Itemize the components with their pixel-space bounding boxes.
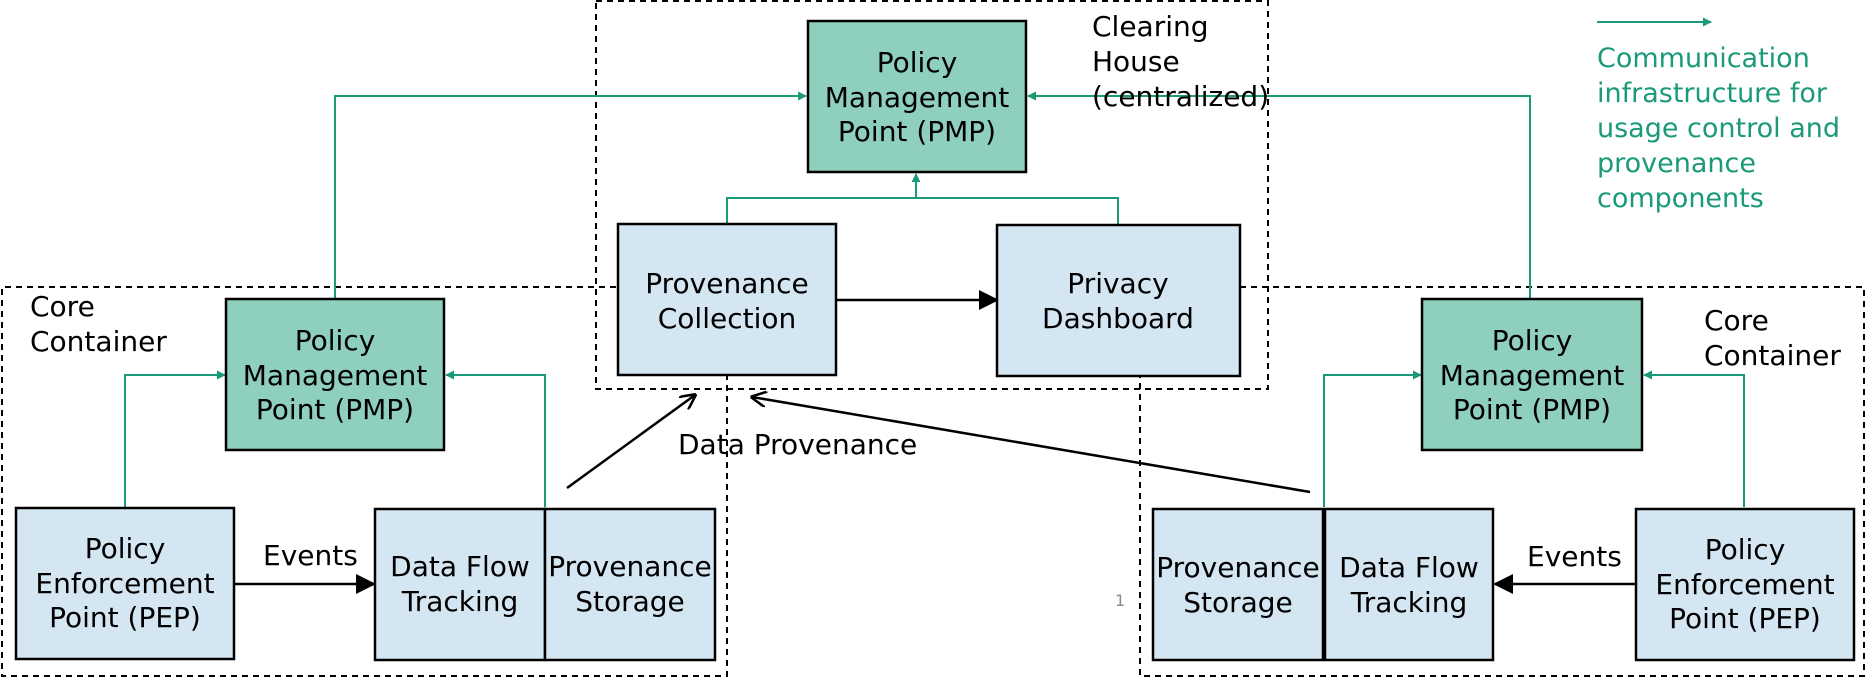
- clearing-house-label-1: Clearing: [1092, 10, 1209, 43]
- privacy-dashboard-label-1: Privacy: [1067, 267, 1168, 300]
- right-dft-label-2: Tracking: [1350, 586, 1468, 619]
- right-pep-label-2: Enforcement: [1655, 568, 1834, 601]
- data-provenance-label: Data Provenance: [678, 428, 917, 461]
- right-data-flow-tracking-box: Data Flow Tracking: [1323, 507, 1495, 662]
- clearing-house-label-2: House: [1092, 45, 1180, 78]
- left-pep-box: Policy Enforcement Point (PEP): [14, 506, 236, 661]
- left-dft-label-1: Data Flow: [390, 550, 530, 583]
- left-provenance-arrow: [566, 395, 695, 490]
- legend-line-4: provenance: [1597, 148, 1756, 179]
- provenance-collection-label-1: Provenance: [645, 267, 809, 300]
- left-pmp-box: Policy Management Point (PMP): [224, 297, 446, 452]
- left-pmp-to-central-pmp-line: [334, 91, 807, 299]
- right-events-label: Events: [1527, 540, 1622, 573]
- right-pmp-box: Policy Management Point (PMP): [1420, 297, 1644, 452]
- central-pmp-box: Policy Management Point (PMP): [806, 19, 1028, 174]
- clearing-house-container: [595, 0, 1269, 390]
- right-pmp-label-2: Management: [1440, 359, 1624, 392]
- left-provenance-storage-box: Provenance Storage: [543, 507, 717, 662]
- left-storage-label-2: Storage: [575, 585, 685, 618]
- page-number: 1: [1115, 591, 1125, 610]
- right-pmp-to-central-pmp-line: [1027, 91, 1531, 299]
- left-storage-label-1: Provenance: [548, 550, 712, 583]
- central-pmp-label-2: Management: [825, 81, 1009, 114]
- green-connections: [124, 17, 1745, 507]
- left-pep-label-2: Enforcement: [35, 567, 214, 600]
- left-pmp-label-2: Management: [243, 359, 427, 392]
- right-pep-label-3: Point (PEP): [1669, 602, 1821, 635]
- right-dft-label-1: Data Flow: [1339, 551, 1479, 584]
- left-pep-label-1: Policy: [85, 532, 166, 565]
- legend-line-3: usage control and: [1597, 113, 1840, 144]
- legend: Communication infrastructure for usage c…: [1597, 43, 1840, 214]
- legend-line-5: components: [1597, 183, 1764, 214]
- right-dft-to-pmp-line: [1323, 370, 1422, 507]
- collection-to-pmp-line: [726, 197, 1119, 224]
- central-pmp-label-1: Policy: [877, 46, 958, 79]
- privacy-dashboard-label-2: Dashboard: [1042, 302, 1194, 335]
- provenance-collection-box: Provenance Collection: [616, 222, 838, 377]
- central-pmp-label-3: Point (PMP): [838, 115, 996, 148]
- black-arrows: [235, 290, 1635, 594]
- legend-line-2: infrastructure for: [1597, 78, 1828, 109]
- right-pmp-label-3: Point (PMP): [1453, 393, 1611, 426]
- right-pmp-label-1: Policy: [1492, 324, 1573, 357]
- right-storage-label-2: Storage: [1183, 586, 1293, 619]
- left-data-flow-tracking-box: Data Flow Tracking: [373, 507, 547, 662]
- left-dft-to-pmp-line: [445, 370, 546, 507]
- provenance-collection-label-2: Collection: [658, 302, 797, 335]
- left-dft-label-2: Tracking: [401, 585, 519, 618]
- right-storage-label-1: Provenance: [1156, 551, 1320, 584]
- left-pmp-label-3: Point (PMP): [256, 393, 414, 426]
- right-pep-label-1: Policy: [1705, 533, 1786, 566]
- privacy-dashboard-box: Privacy Dashboard: [995, 223, 1242, 378]
- right-core-container-label-2: Container: [1704, 339, 1841, 372]
- left-core-container: [1, 286, 728, 677]
- legend-line-1: Communication: [1597, 43, 1810, 74]
- left-pep-to-pmp-line: [124, 370, 226, 507]
- left-core-container-label-1: Core: [30, 290, 95, 323]
- right-pep-to-pmp-line: [1643, 370, 1745, 507]
- left-events-label: Events: [263, 539, 358, 572]
- right-core-container-label-1: Core: [1704, 304, 1769, 337]
- left-pmp-label-1: Policy: [295, 324, 376, 357]
- right-provenance-storage-box: Provenance Storage: [1151, 507, 1325, 662]
- right-core-container: [1139, 286, 1865, 677]
- right-pep-box: Policy Enforcement Point (PEP): [1634, 507, 1856, 662]
- left-core-container-label-2: Container: [30, 325, 167, 358]
- left-pep-label-3: Point (PEP): [49, 601, 201, 634]
- clearing-house-label-3: (centralized): [1092, 80, 1269, 113]
- right-provenance-arrow: [752, 397, 1311, 494]
